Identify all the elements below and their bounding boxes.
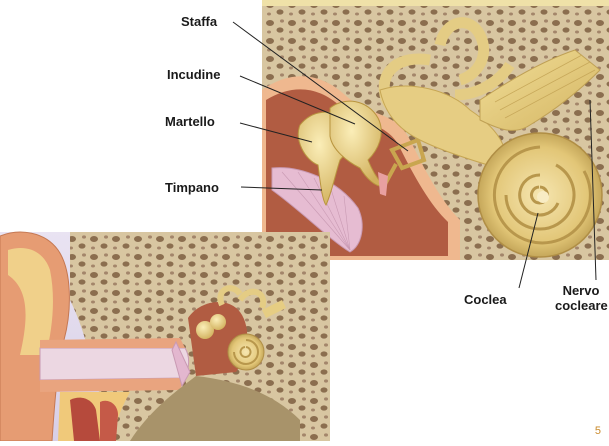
label-nervo-line2: cocleare (555, 298, 607, 313)
label-coclea: Coclea (464, 292, 507, 307)
page-number: 5 (595, 425, 601, 437)
label-incudine: Incudine (167, 67, 220, 82)
middle-inner-ear-detail-panel (262, 0, 609, 260)
label-nervo-line1: Nervo (555, 283, 607, 298)
ear-canal (40, 348, 189, 380)
label-nervo-cocleare: Nervo cocleare (555, 283, 607, 313)
label-staffa: Staffa (181, 14, 217, 29)
whole-ear-panel (0, 232, 330, 441)
muscle-tissue-2 (100, 401, 118, 441)
cochlea-apex (537, 191, 549, 203)
label-timpano: Timpano (165, 180, 219, 195)
panel-top-edge (262, 0, 609, 6)
label-martello: Martello (165, 114, 215, 129)
cochlea (478, 133, 602, 257)
small-ossicle-incus (210, 314, 226, 330)
canal-skin-lower (40, 378, 184, 392)
